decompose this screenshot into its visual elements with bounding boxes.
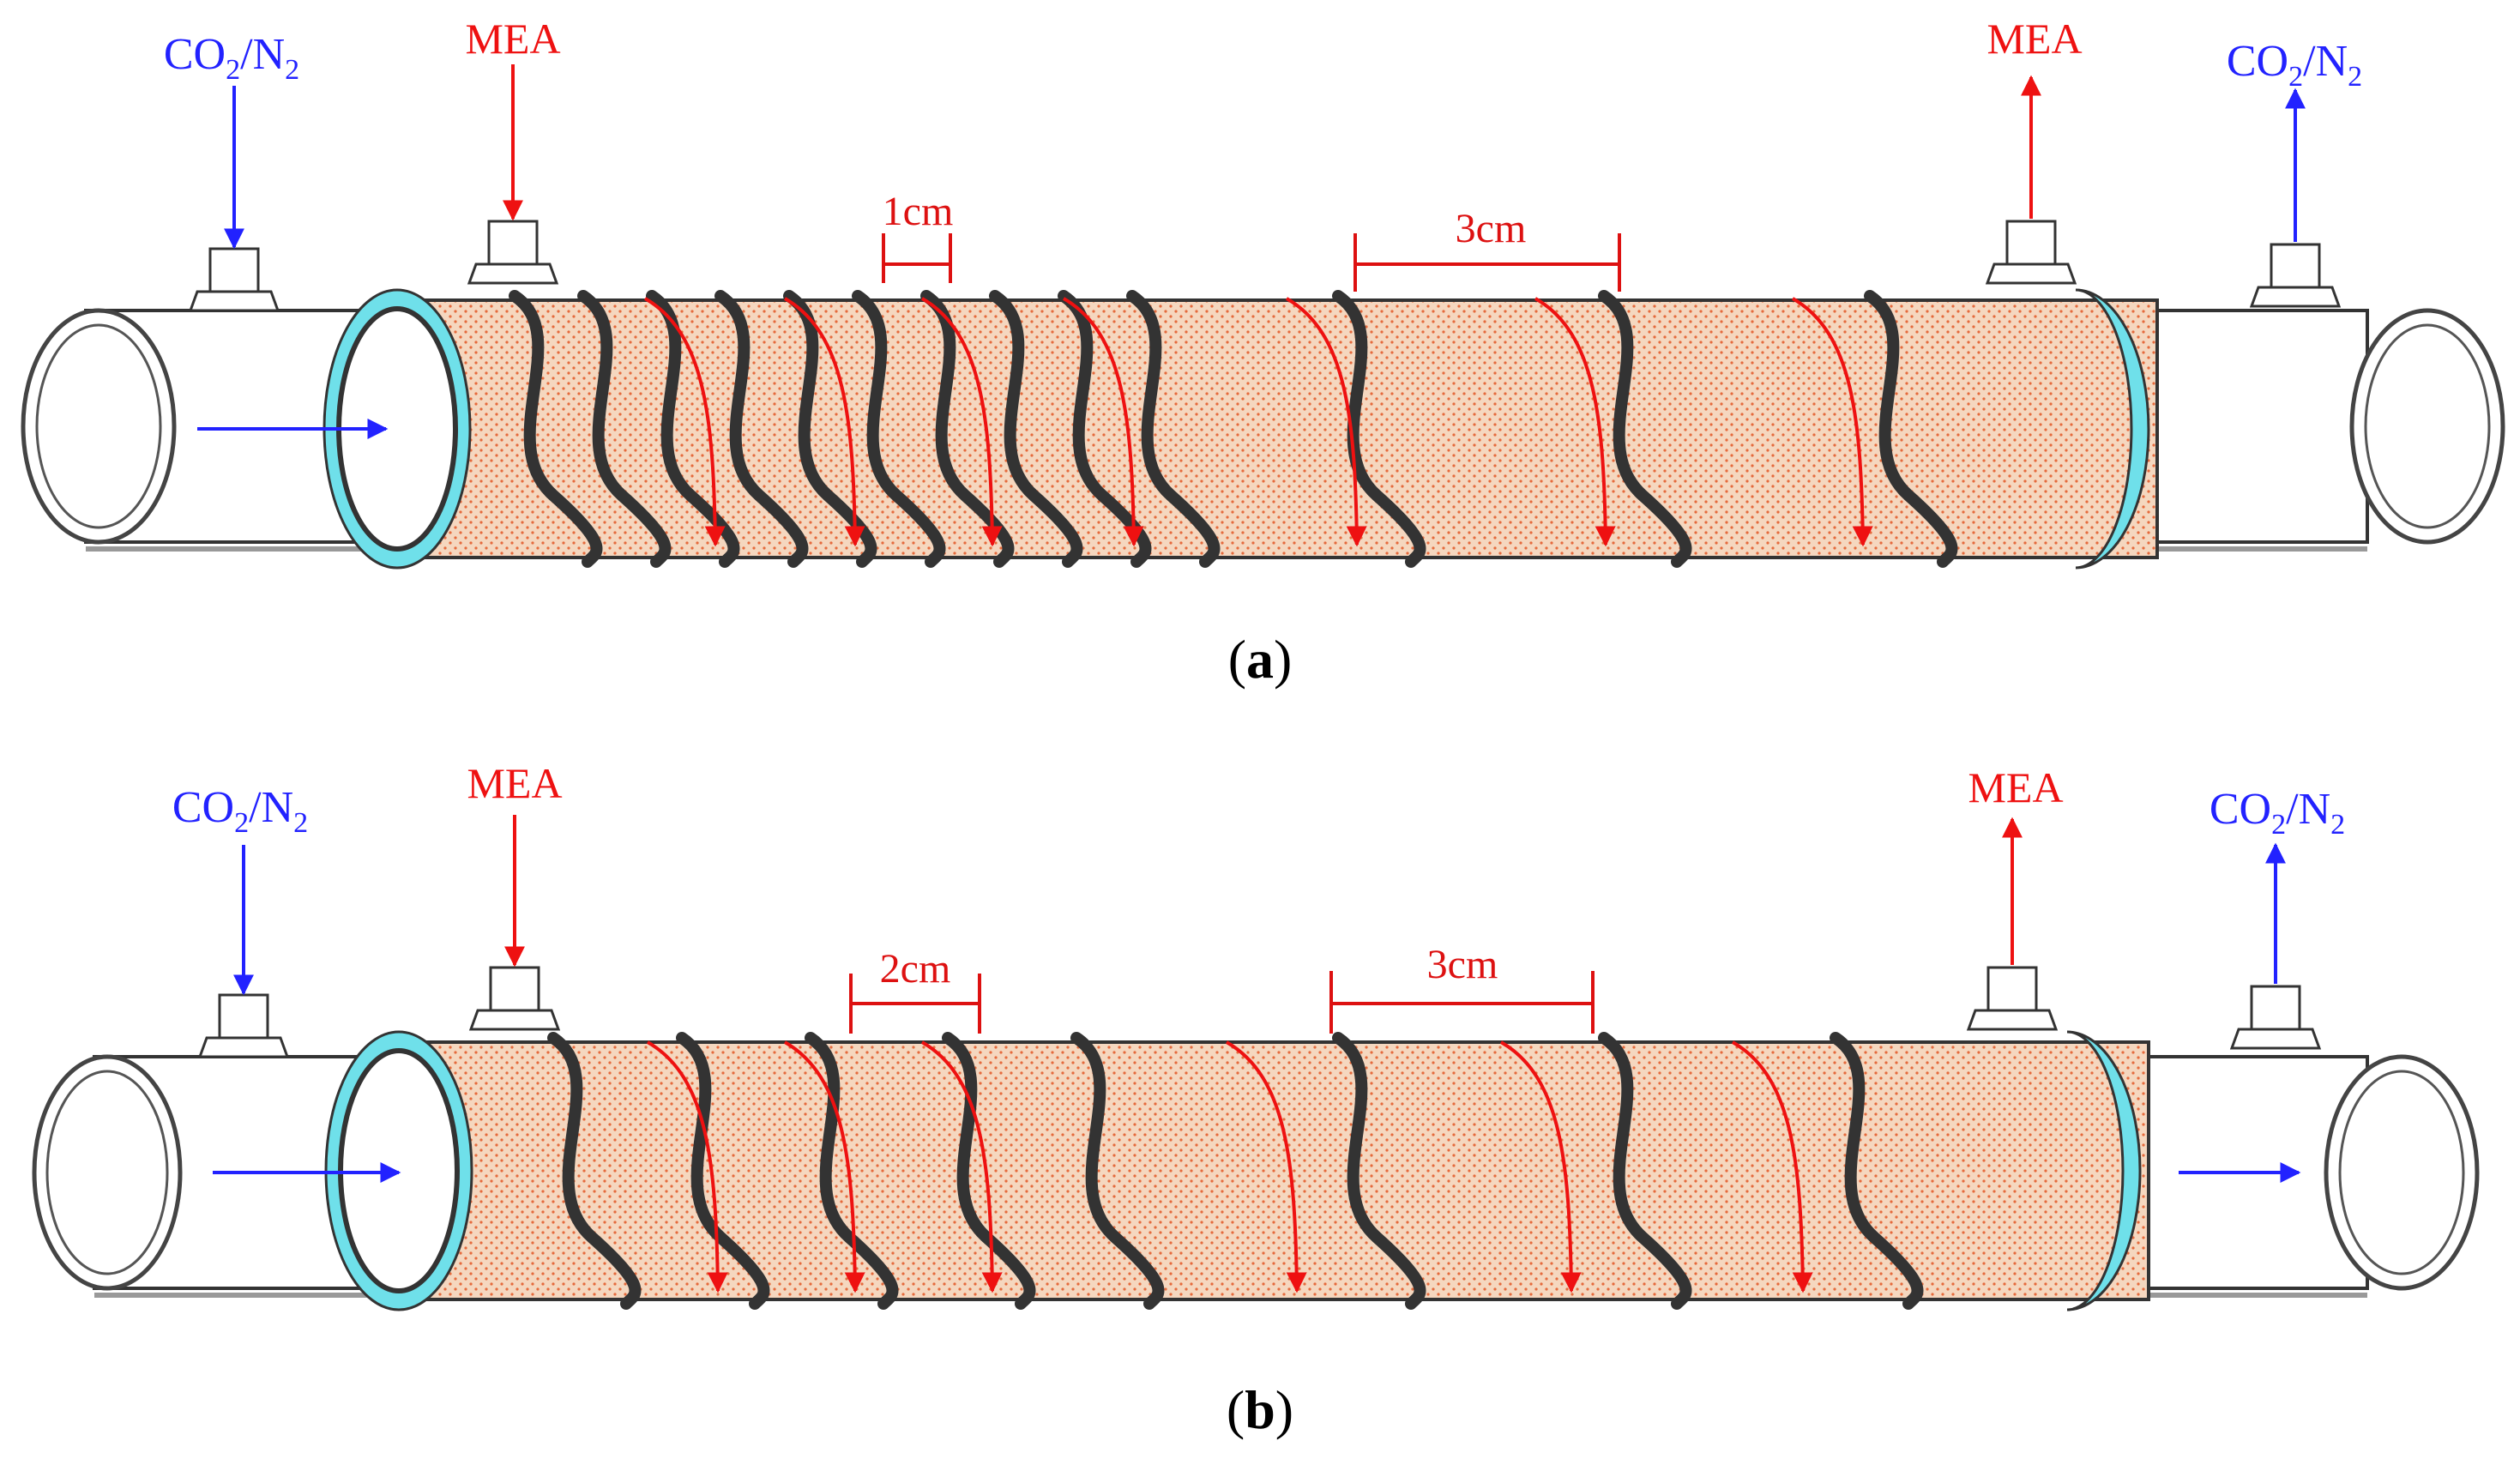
liquid-inlet-fitting <box>467 220 559 285</box>
pitch-dense-bracket <box>849 974 981 1034</box>
gas-inlet-label: CO2/N2 <box>164 30 299 86</box>
coil-turn <box>989 290 1083 568</box>
liquid-outlet-label: MEA <box>1968 763 2063 811</box>
coil-turn <box>1070 1032 1165 1310</box>
liquid-flow-arrow <box>1732 1040 1813 1293</box>
gas-outlet-fitting <box>2249 243 2342 308</box>
liquid-flow-arrow <box>784 1040 865 1293</box>
liquid-flow-arrow <box>921 1040 1003 1293</box>
panel-caption: (a) <box>1228 629 1293 690</box>
panel-caption: (b) <box>1227 1379 1293 1440</box>
liquid-flow-arrows <box>647 1040 1813 1293</box>
liquid-inlet-label: MEA <box>465 15 560 63</box>
shell-outlet-end <box>2349 308 2505 545</box>
liquid-flow-arrow <box>1286 297 1367 547</box>
liquid-inlet-label: MEA <box>467 759 562 807</box>
shell-inlet-end <box>21 308 177 545</box>
liquid-flow-arrow <box>1500 1040 1582 1293</box>
liquid-flow-arrow <box>784 297 865 547</box>
gas-outlet-label: CO2/N2 <box>2227 37 2362 93</box>
liquid-flow-arrow <box>1063 297 1144 547</box>
liquid-outlet-fitting <box>1985 220 2077 285</box>
pitch-dense-bracket <box>882 233 952 283</box>
coil-turn <box>1332 1032 1426 1310</box>
pitch-dense-label: 1cm <box>883 189 954 234</box>
coil-turn <box>547 1032 642 1310</box>
seal-ring-right <box>2066 1030 2142 1311</box>
shell-inlet-end <box>32 1054 183 1291</box>
gas-outlet-label: CO2/N2 <box>2210 785 2345 841</box>
liquid-outlet-label: MEA <box>1986 15 2082 63</box>
pitch-sparse-label: 3cm <box>1456 206 1527 251</box>
coil-turn <box>714 290 809 568</box>
liquid-flow-arrow <box>1792 297 1873 547</box>
liquid-flow-arrow <box>644 297 726 547</box>
gas-inlet-fitting <box>197 993 290 1058</box>
pitch-dense-label: 2cm <box>880 946 951 992</box>
coil-turn <box>852 290 946 568</box>
pitch-sparse-label: 3cm <box>1427 942 1498 987</box>
pitch-sparse-bracket <box>1353 233 1621 292</box>
coil-turn <box>1830 1032 1924 1310</box>
seal-ring-right <box>2075 288 2150 570</box>
coil-turn <box>646 290 740 568</box>
coil-turn <box>920 290 1015 568</box>
liquid-inlet-fitting <box>468 966 561 1031</box>
coil-turn <box>676 1032 770 1310</box>
liquid-flow-arrow <box>921 297 1003 547</box>
gas-outlet-fitting <box>2229 985 2322 1050</box>
liquid-flow-arrows <box>644 297 1873 547</box>
coil-turn <box>805 1032 899 1310</box>
coil-turn <box>1864 290 1958 568</box>
liquid-flow-arrow <box>1534 297 1616 547</box>
shell-outlet-end <box>2324 1054 2480 1291</box>
liquid-flow-arrow <box>1226 1040 1307 1293</box>
panel-b: CO2/N2 MEA MEA CO2/N2 2cm 3cm (b) <box>32 759 2480 1440</box>
liquid-flow-arrow <box>647 1040 728 1293</box>
coil-turn <box>509 290 603 568</box>
coil-turn <box>1332 290 1426 568</box>
coil-turn <box>942 1032 1036 1310</box>
membrane-body <box>389 1040 2150 1301</box>
gas-inlet-label: CO2/N2 <box>172 783 308 839</box>
coil-turn <box>1126 290 1221 568</box>
spiral-wire <box>509 290 1958 568</box>
spiral-wire <box>547 1032 1924 1310</box>
panel-a: CO2/N2 MEA MEA CO2/N2 1cm 3cm (a) <box>21 15 2505 690</box>
liquid-outlet-fitting <box>1966 966 2059 1031</box>
coil-turn <box>1598 1032 1692 1310</box>
coil-turn <box>577 290 672 568</box>
coil-turn <box>1598 290 1692 568</box>
coil-turn <box>1058 290 1152 568</box>
pitch-sparse-bracket <box>1329 971 1595 1034</box>
coil-turn <box>783 290 877 568</box>
gas-inlet-fitting <box>188 247 280 312</box>
